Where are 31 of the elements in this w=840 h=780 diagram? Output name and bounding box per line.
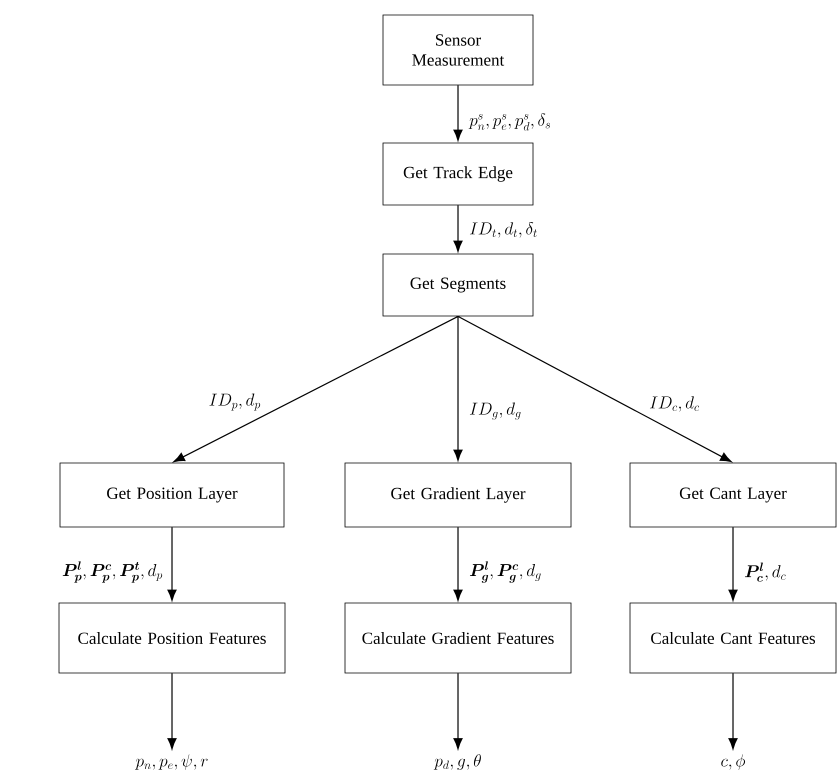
arrow: [458, 316, 732, 462]
arrow: [174, 316, 458, 462]
arrow: [453, 85, 463, 141]
edge-label: $ID_c, d_c$: [650, 396, 700, 412]
arrow: [453, 205, 463, 252]
process-box: Get Gradient Layer: [344, 462, 572, 528]
arrow: [167, 527, 177, 601]
edge-label: $ID_p, d_p$: [209, 394, 260, 410]
process-box: Get Segments: [382, 254, 534, 316]
arrow: [728, 527, 738, 601]
arrow: [453, 316, 463, 461]
edge-label: $ID_t, d_t, \delta_t$: [470, 222, 537, 238]
process-box: Get Cant Layer: [630, 462, 836, 528]
edge-label: $\bm{P_c^l}, d_c$: [744, 562, 786, 582]
arrow: [453, 527, 463, 601]
edge-label: $\bm{P_g^l}, \bm{P_g^c}, d_g$: [470, 561, 541, 583]
arrow: [167, 673, 177, 750]
process-box: Sensor Measurement: [382, 14, 534, 86]
output-formula: $p_n, p_e, \psi, r$: [135, 754, 208, 770]
process-box: Calculate Cant Features: [630, 602, 836, 674]
output-formula: $p_d, g, \theta$: [434, 754, 481, 770]
process-box: Calculate Position Features: [58, 602, 286, 674]
process-box: Calculate Gradient Features: [344, 602, 572, 674]
edge-label: $ID_g, d_g$: [470, 402, 521, 420]
process-box: Get Position Layer: [60, 462, 284, 528]
arrow: [453, 673, 463, 750]
arrow: [728, 673, 738, 750]
process-box: Get Track Edge: [382, 142, 534, 206]
edge-label: $\bm{P_p^l}, \bm{P_p^c}, \bm{P_p^t}, d_p$: [62, 561, 162, 583]
edge-label: $p_n^s, p_e^s, p_d^s, \delta_s$: [468, 113, 550, 131]
output-formula: $c, \phi$: [721, 754, 746, 770]
